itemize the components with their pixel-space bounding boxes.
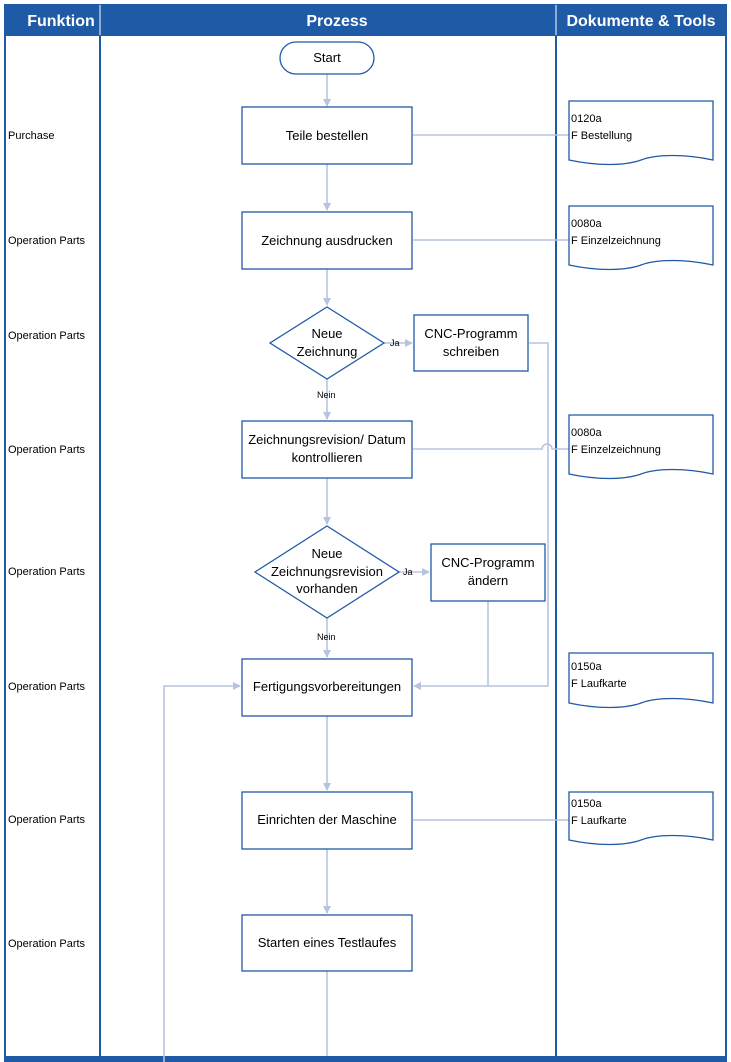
decision-text: Neue (311, 326, 342, 341)
process-testlauf: Starten eines Testlaufes (241, 914, 413, 972)
start-label: Start (313, 50, 341, 65)
document-laufkarte-2: 0150a F Laufkarte (568, 791, 714, 846)
document-code: 0150a (571, 798, 602, 810)
decision-neue-zeichnung: Neue Zeichnung (268, 306, 386, 380)
function-label: Operation Parts (8, 566, 86, 578)
lane-borders (4, 4, 727, 1058)
process-cnc-programm-schreiben: CNC-Programm schreiben (413, 314, 529, 372)
process-text: Starten eines Testlaufes (258, 935, 397, 950)
function-label: Operation Parts (8, 681, 86, 693)
document-name: F Laufkarte (571, 815, 627, 827)
document-bestellung: 0120a F Bestellung (568, 100, 714, 166)
header-bar (4, 4, 727, 36)
bottom-bar (4, 1056, 727, 1062)
function-label: Operation Parts (8, 938, 86, 950)
process-zeichnung-ausdrucken: Zeichnung ausdrucken (241, 211, 413, 270)
process-cnc-programm-aendern: CNC-Programm ändern (430, 543, 546, 602)
document-name: F Einzelzeichnung (571, 235, 661, 247)
document-code: 0080a (571, 427, 602, 439)
process-einrichten-maschine: Einrichten der Maschine (241, 791, 413, 850)
document-code: 0150a (571, 661, 602, 673)
header-funktion: Funktion (27, 13, 95, 30)
function-label: Operation Parts (8, 814, 86, 826)
document-laufkarte-1: 0150a F Laufkarte (568, 652, 714, 709)
label-d2-no: Nein (317, 632, 336, 642)
label-d2-yes: Ja (403, 567, 413, 577)
connector-cnc1-fertigung (413, 342, 549, 690)
start-terminator: Start (279, 41, 375, 75)
label-d1-yes: Ja (390, 338, 400, 348)
function-labels: Purchase Operation Parts Operation Parts… (8, 130, 86, 950)
process-zeichnungsrevision: Zeichnungsrevision/ Datum kontrollieren (241, 420, 413, 479)
process-text: CNC-Programm (441, 555, 534, 570)
document-name: F Bestellung (571, 130, 632, 142)
process-text: ändern (468, 573, 508, 588)
decision-neue-revision: Neue Zeichnungsrevision vorhanden (253, 525, 401, 619)
process-text: kontrollieren (292, 450, 363, 465)
document-name: F Einzelzeichnung (571, 444, 661, 456)
function-label: Operation Parts (8, 235, 86, 247)
function-label: Operation Parts (8, 330, 86, 342)
header-prozess: Prozess (306, 13, 367, 30)
process-fertigungsvorbereitungen: Fertigungsvorbereitungen (241, 658, 413, 717)
document-code: 0080a (571, 218, 602, 230)
document-name: F Laufkarte (571, 678, 627, 690)
document-code: 0120a (571, 113, 602, 125)
process-teile-bestellen: Teile bestellen (241, 106, 413, 165)
process-text: Einrichten der Maschine (257, 812, 396, 827)
lane-header-dividers (99, 5, 557, 35)
doc-link-einzelzeichnung-2 (413, 443, 569, 450)
function-label: Purchase (8, 130, 54, 142)
process-text: Fertigungsvorbereitungen (253, 679, 401, 694)
decision-text: Zeichnung (297, 344, 358, 359)
function-label: Operation Parts (8, 444, 86, 456)
decision-text: vorhanden (296, 581, 357, 596)
document-einzelzeichnung-1: 0080a F Einzelzeichnung (568, 205, 714, 271)
process-text: CNC-Programm (424, 326, 517, 341)
process-text: Zeichnung ausdrucken (261, 233, 393, 248)
process-text: Teile bestellen (286, 128, 368, 143)
process-text: Zeichnungsrevision/ Datum (248, 432, 406, 447)
label-d1-no: Nein (317, 390, 336, 400)
header-dokumente: Dokumente & Tools (566, 13, 715, 30)
process-text: schreiben (443, 344, 499, 359)
connector-loop-back (163, 682, 241, 1062)
decision-text: Neue (311, 546, 342, 561)
connectors (163, 74, 569, 1062)
document-einzelzeichnung-2: 0080a F Einzelzeichnung (568, 414, 714, 480)
decision-text: Zeichnungsrevision (271, 564, 383, 579)
